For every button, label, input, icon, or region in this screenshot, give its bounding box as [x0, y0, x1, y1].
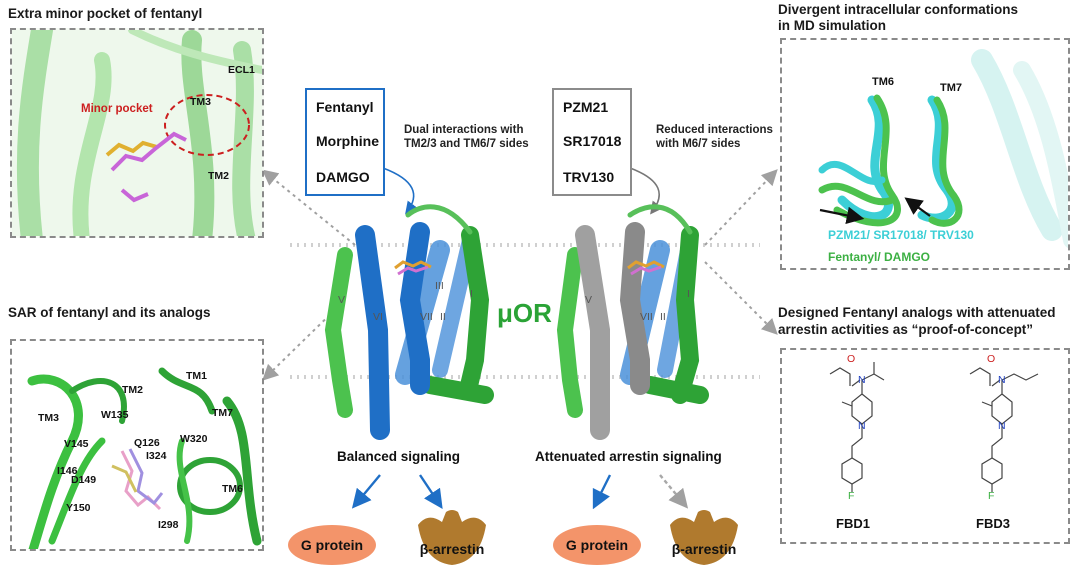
md-simulation-structure — [782, 40, 1068, 268]
helix-i-right: I — [687, 288, 690, 300]
g-protein-right-shape — [553, 525, 641, 565]
bottom-right-heading-line2: arrestin activities as “proof-of-concept… — [778, 322, 1034, 337]
i324-label: I324 — [146, 450, 167, 462]
compound-fbd3: FBD3 — [976, 516, 1010, 531]
i146-label: I146 — [57, 465, 78, 477]
helix-vii-right: VII — [640, 311, 653, 323]
ligand-trv130: TRV130 — [563, 169, 615, 185]
tm6-label-md: TM6 — [872, 76, 894, 88]
right-ligand-cluster — [627, 260, 665, 276]
w320-label: W320 — [180, 433, 208, 445]
tm7-label-sar: TM7 — [212, 407, 233, 419]
tm2-label-sar: TM2 — [122, 384, 143, 396]
bottom-left-heading: SAR of fentanyl and its analogs — [8, 305, 211, 320]
minor-pocket-panel: Minor pocket ECL1 TM3 TM2 — [10, 28, 264, 238]
tm3-label-sar: TM3 — [38, 412, 59, 424]
v145-label: V145 — [64, 438, 89, 450]
g-protein-right: G protein — [565, 537, 629, 553]
bottom-right-heading-line1: Designed Fentanyl analogs with attenuate… — [778, 305, 1056, 320]
fbd3-f: F — [988, 490, 995, 502]
left-ligand-cluster — [394, 260, 432, 276]
arrestin-left: β-arrestin — [419, 541, 485, 557]
d149-label: D149 — [71, 474, 97, 486]
ligand-morphine: Morphine — [316, 133, 379, 149]
arrow-left-gprotein — [351, 474, 381, 509]
fentanyl-analogs-panel: O N N F O N N F FBD1 FBD3 — [780, 348, 1070, 544]
ecl1-label: ECL1 — [228, 64, 255, 76]
arrestin-left-shape — [418, 510, 486, 565]
ligand-damgo: DAMGO — [316, 169, 370, 185]
connector-bottom-right — [704, 261, 778, 335]
helix-v-left: V — [338, 294, 346, 306]
tm7-label-md: TM7 — [940, 82, 962, 94]
legend-green: Fentanyl/ DAMGO — [828, 250, 931, 264]
g-protein-left-shape — [288, 525, 376, 565]
connector-top-left — [261, 169, 356, 246]
fbd1-f: F — [848, 490, 855, 502]
ligand-sr17018: SR17018 — [563, 133, 622, 149]
helix-i-left: I — [470, 288, 473, 300]
arrestin-right-shape — [670, 510, 738, 565]
receptor-label: μOR — [497, 298, 552, 328]
helix-vi-left: VI — [373, 311, 383, 323]
connector-top-right — [704, 169, 778, 246]
fbd1-o: O — [847, 353, 856, 365]
biased-ligands-box: PZM21 SR17018 TRV130 — [552, 88, 632, 196]
y150-label: Y150 — [66, 502, 91, 514]
arrow-right-gprotein — [592, 474, 612, 510]
right-note-line1: Reduced interactions — [656, 124, 773, 136]
attenuated-signaling-label: Attenuated arrestin signaling — [535, 449, 722, 464]
arrow-right-arrestin — [659, 474, 689, 509]
right-note-line2: with M6/7 sides — [656, 138, 741, 150]
fbd3-n2: N — [998, 420, 1006, 432]
chemical-structures — [829, 362, 1039, 492]
helix-v-right: V — [585, 294, 593, 306]
right-receptor — [556, 204, 709, 440]
ligand-fentanyl: Fentanyl — [316, 99, 374, 115]
tm3-label-top: TM3 — [190, 96, 211, 108]
w135-label: W135 — [101, 409, 129, 421]
arrow-left-arrestin — [419, 474, 443, 509]
g-protein-left: G protein — [300, 537, 364, 553]
left-note-line1: Dual interactions with — [404, 124, 524, 136]
legend-cyan: PZM21/ SR17018/ TRV130 — [828, 228, 974, 242]
fbd3-o: O — [987, 353, 996, 365]
helix-ii-left: II — [440, 311, 446, 323]
sar-panel: TM2 TM1 TM3 TM7 TM6 W135 V145 Q126 W320 … — [10, 339, 264, 551]
balanced-signaling-label: Balanced signaling — [337, 449, 461, 464]
left-ligand-arrow — [382, 167, 418, 215]
left-receptor — [324, 204, 494, 440]
top-left-heading: Extra minor pocket of fentanyl — [8, 6, 203, 21]
q126-label: Q126 — [134, 437, 160, 449]
arrestin-right: β-arrestin — [671, 541, 737, 557]
compound-fbd1: FBD1 — [836, 516, 870, 531]
helix-iii-left: III — [435, 280, 444, 292]
helix-ii-right: II — [660, 311, 666, 323]
connector-bottom-left — [262, 299, 346, 381]
balanced-ligands-box: Fentanyl Morphine DAMGO — [305, 88, 385, 196]
tm6-label-sar: TM6 — [222, 483, 243, 495]
tm1-label-sar: TM1 — [186, 370, 207, 382]
fbd1-n1: N — [858, 374, 866, 386]
fbd1-n2: N — [858, 420, 866, 432]
helix-vii-left: VII — [420, 311, 433, 323]
top-right-heading-line1: Divergent intracellular conformations — [778, 2, 1019, 17]
i298-label: I298 — [158, 519, 179, 531]
left-note-line2: TM2/3 and TM6/7 sides — [404, 138, 529, 150]
tm2-label-top: TM2 — [208, 170, 229, 182]
minor-pocket-label: Minor pocket — [81, 103, 153, 115]
sar-structure — [12, 341, 262, 549]
top-right-heading-line2: in MD simulation — [778, 18, 886, 33]
fbd3-n1: N — [998, 374, 1006, 386]
md-simulation-panel: TM6 TM7 PZM21/ SR17018/ TRV130 Fentanyl/… — [780, 38, 1070, 270]
ligand-pzm21: PZM21 — [563, 99, 609, 115]
minor-pocket-structure — [12, 30, 262, 236]
